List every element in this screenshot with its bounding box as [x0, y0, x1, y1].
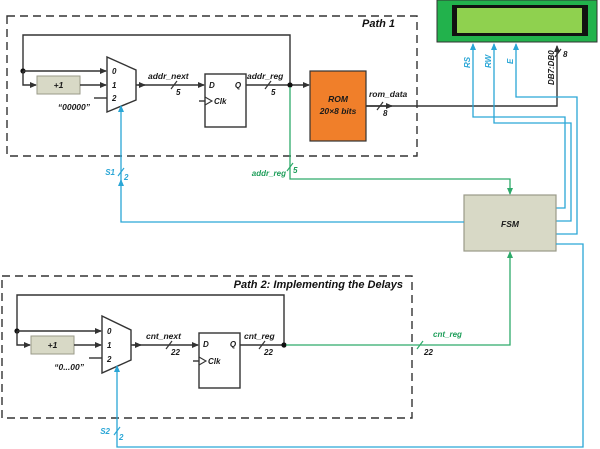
bus-slash [170, 80, 178, 90]
s2-width: 2 [118, 433, 124, 442]
path1-reg-d: D [209, 81, 215, 90]
path2-inc-in-wire [16, 331, 31, 348]
cnt-reg-status-wire [286, 251, 513, 346]
fsm-label: FSM [501, 219, 520, 229]
path1-addr-next-width: 5 [176, 88, 181, 97]
e-control-wire [513, 43, 578, 235]
path2-cnt-reg-label: cnt_reg [244, 331, 276, 341]
bus-slash [113, 426, 121, 436]
path1-group: Path 1 +1 “00000” 0 1 2 addr_next 5 D Q … [6, 15, 560, 157]
rs-control-wire [470, 43, 566, 209]
path1-increment-label: +1 [54, 80, 64, 90]
fsm-addr-reg-width: 5 [293, 166, 298, 175]
path2-mux [101, 314, 132, 375]
rom-data-width: 8 [383, 109, 388, 118]
rom-size: 20×8 bits [319, 106, 357, 116]
path2-cnt-next-width: 22 [170, 348, 180, 357]
path2-increment-label: +1 [48, 340, 58, 350]
path2-cnt-next-label: cnt_next [146, 331, 182, 341]
path2-group: Path 2: Implementing the Delays +1 “0...… [1, 275, 413, 419]
path1-mux-label-1: 1 [112, 81, 117, 90]
path1-addr-reg-width: 5 [271, 88, 276, 97]
path1-addr-next-label: addr_next [148, 71, 190, 81]
s2-label: S2 [100, 427, 110, 436]
bus-slash [165, 340, 173, 350]
path1-mux [106, 55, 137, 114]
s1-label: S1 [105, 168, 115, 177]
path2-mux-label-1: 1 [107, 341, 112, 350]
path1-junction-right [287, 82, 293, 88]
bus-slash [264, 80, 272, 90]
bus-slash [376, 101, 384, 111]
path1-title: Path 1 [362, 18, 395, 30]
path2-reg-clk: Clk [208, 357, 221, 366]
fsm-cnt-reg-label: cnt_reg [433, 330, 462, 339]
path1-clock-icon [204, 96, 214, 106]
path1-boundary [6, 15, 418, 157]
path1-reg-clk: Clk [214, 97, 227, 106]
s1-select-wire [118, 105, 464, 223]
lcd-screen [457, 8, 582, 33]
bus-slash [416, 340, 424, 350]
bus-slash [117, 167, 125, 177]
path2-feedback-wire [16, 294, 285, 345]
bus-slash [258, 340, 266, 350]
lcd-pin-db: DB7:DB0 [547, 50, 556, 85]
path2-cnt-reg-width: 22 [263, 348, 273, 357]
path2-clock-icon [198, 356, 208, 366]
path1-reg-q: Q [235, 81, 242, 90]
path2-mux-label-2: 2 [106, 355, 112, 364]
lcd-pin-e: E [506, 58, 515, 64]
addr-reg-status-wire [289, 87, 513, 195]
rom-data-wire [366, 45, 560, 107]
path2-boundary [1, 275, 413, 419]
s2-select-wire [114, 243, 584, 448]
rom-title: ROM [328, 94, 349, 104]
path1-feedback-wire [22, 34, 291, 85]
lcd-db-width: 8 [563, 50, 568, 59]
path2-title: Path 2: Implementing the Delays [234, 279, 403, 291]
fsm-cnt-reg-width: 22 [423, 348, 433, 357]
lcd-pin-rw: RW [484, 53, 493, 68]
path2-junction-right [281, 342, 287, 348]
bus-slash [286, 162, 294, 172]
path1-inc-in-wire [22, 71, 37, 88]
path1-constant-label: “00000” [58, 102, 91, 112]
path2-constant-label: “0...00” [54, 362, 85, 372]
fsm-block [463, 194, 557, 252]
path2-reg-d: D [203, 340, 209, 349]
path1-mux-label-2: 2 [111, 94, 117, 103]
bus-slash [554, 48, 562, 58]
path2-reg-q: Q [230, 340, 237, 349]
rom-data-label: rom_data [369, 89, 408, 99]
path2-mux-label-0: 0 [107, 327, 112, 336]
path1-mux-label-0: 0 [112, 67, 117, 76]
lcd-display: RS RW E DB7:DB0 8 [436, 0, 598, 85]
rw-control-wire [491, 43, 572, 222]
rom-block [309, 70, 367, 142]
fsm-addr-reg-label: addr_reg [252, 169, 286, 178]
s1-width: 2 [123, 173, 129, 182]
path1-addr-reg-label: addr_reg [247, 71, 284, 81]
lcd-pin-rs: RS [463, 56, 472, 68]
